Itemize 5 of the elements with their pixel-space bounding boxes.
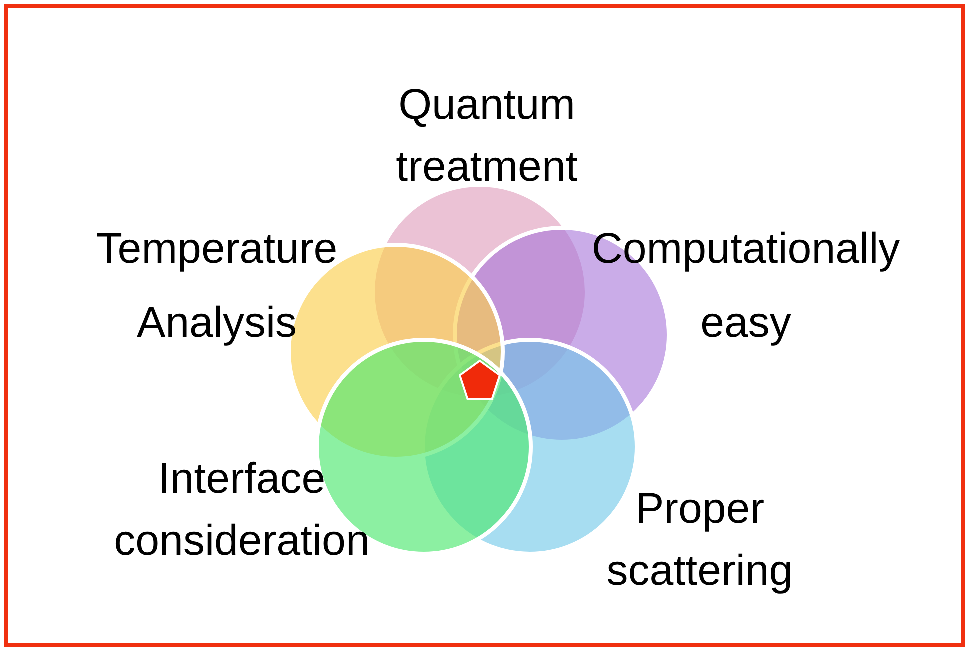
circle-label: Interface consideration <box>113 454 371 567</box>
circle-label: Proper scattering <box>606 484 794 597</box>
circle-label: Temperature Analysis <box>95 224 339 349</box>
circle-label: Computationally easy <box>590 224 902 349</box>
circle-label: Quantum treatment <box>395 80 579 193</box>
